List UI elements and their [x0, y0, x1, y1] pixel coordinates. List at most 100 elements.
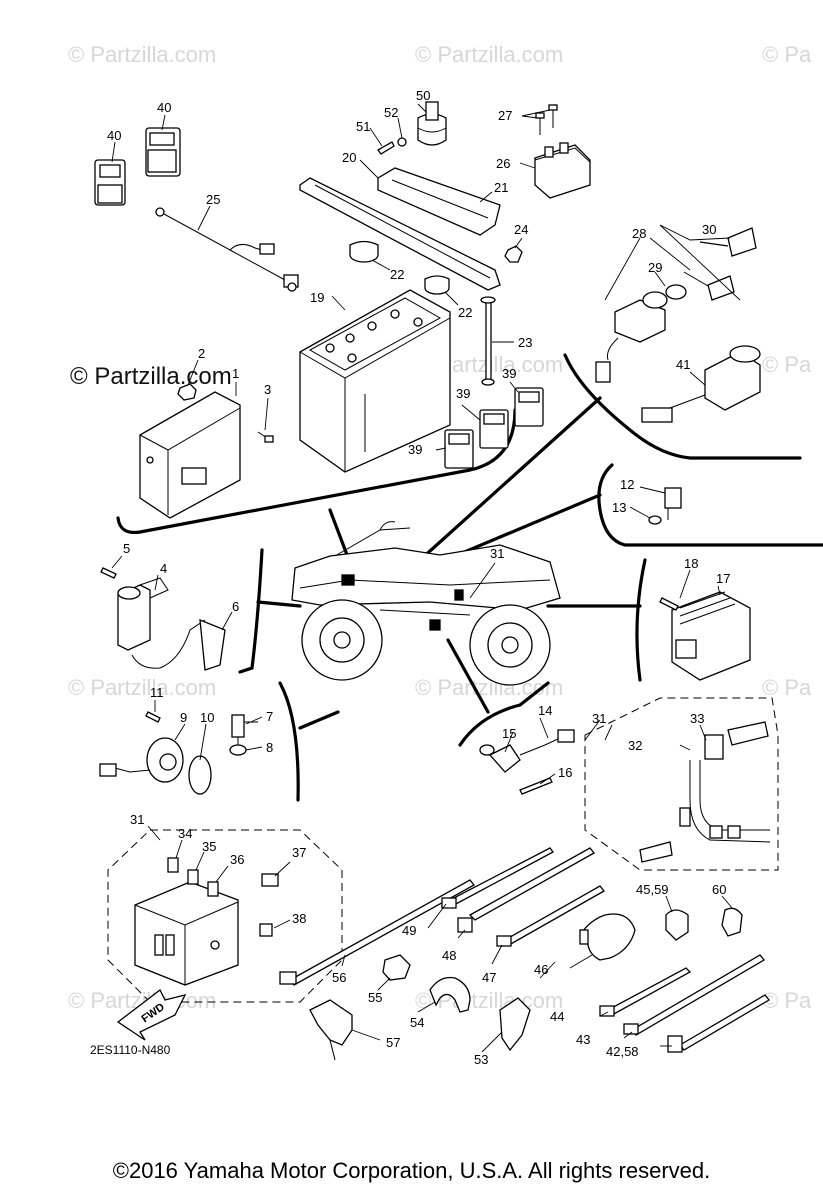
cable-tie-44 — [599, 967, 692, 1017]
callout-22b: 22 — [458, 305, 472, 320]
callout-7: 7 — [266, 709, 273, 724]
bolt-18 — [659, 597, 679, 611]
cable-tie-56 — [279, 879, 475, 986]
callout-18: 18 — [684, 556, 698, 571]
cable-tie-43 — [623, 954, 765, 1036]
callout-45-59: 45,59 — [636, 882, 669, 897]
fuse-38 — [259, 923, 273, 937]
cable-tie-42-58 — [667, 994, 770, 1053]
callout-leaders — [111, 103, 741, 1053]
screw-3 — [257, 431, 274, 443]
atv-silhouette — [291, 521, 561, 686]
o-ring-10 — [188, 755, 212, 795]
switch-12 — [664, 487, 682, 520]
callout-13: 13 — [612, 500, 626, 515]
callout-31-atv: 31 — [490, 546, 504, 561]
callout-6: 6 — [232, 599, 239, 614]
callout-37: 37 — [292, 845, 306, 860]
clamp-54 — [429, 976, 471, 1013]
callout-20: 20 — [342, 150, 356, 165]
callout-29: 29 — [648, 260, 662, 275]
callout-40-a: 40 — [107, 128, 121, 143]
washer-13 — [648, 515, 662, 525]
callout-11: 11 — [150, 685, 164, 700]
callout-56: 56 — [332, 970, 346, 985]
clamp-46 — [579, 913, 636, 961]
callout-44: 44 — [550, 1009, 564, 1024]
cable-tie-48 — [457, 847, 595, 933]
fuse-box-dashed-outline — [107, 829, 343, 1003]
group-boundaries — [116, 353, 823, 802]
callout-55: 55 — [368, 990, 382, 1005]
copyright-notice: ©2016 Yamaha Motor Corporation, U.S.A. A… — [112, 1158, 711, 1183]
fuse-holder-33 — [704, 721, 769, 760]
screw-27 — [535, 104, 558, 135]
callout-39-c: 39 — [408, 442, 422, 457]
callout-57: 57 — [386, 1035, 400, 1050]
callout-60: 60 — [712, 882, 726, 897]
callout-12: 12 — [620, 477, 634, 492]
callout-48: 48 — [442, 948, 456, 963]
bolt-51 — [377, 141, 395, 155]
nut-24 — [504, 245, 523, 263]
callout-1: 1 — [232, 366, 239, 381]
callout-14: 14 — [538, 703, 552, 718]
ecu-1 — [139, 391, 241, 519]
relay-39-c — [514, 387, 544, 427]
watermark: © Partzilla.com — [68, 42, 216, 67]
screw-11 — [145, 711, 161, 723]
battery-bracket-20 — [299, 177, 501, 291]
fuse-box-31 — [134, 881, 239, 986]
diagram-code: 2ES1110-N480 — [90, 1043, 171, 1057]
washer-52 — [397, 137, 407, 147]
watermark: © Pa — [762, 988, 812, 1013]
callout-34: 34 — [178, 826, 192, 841]
fuse-34 — [167, 857, 179, 873]
callout-21: 21 — [494, 180, 508, 195]
watermark: © Pa — [762, 352, 812, 377]
fuse-35 — [187, 869, 199, 885]
screw-5 — [100, 567, 117, 579]
callout-16: 16 — [558, 765, 572, 780]
fuse-36 — [207, 881, 219, 897]
callout-31-harness: 31 — [592, 711, 606, 726]
clamp-60 — [721, 907, 743, 937]
sensor-7 — [231, 714, 258, 747]
relay-40-b — [145, 127, 181, 177]
fwd-arrow: FWD — [116, 989, 187, 1041]
callout-30: 30 — [702, 222, 716, 237]
bolt-16 — [519, 777, 553, 795]
sensor-9 — [99, 737, 184, 783]
callout-27: 27 — [498, 108, 512, 123]
callout-52: 52 — [384, 105, 398, 120]
callout-50: 50 — [416, 88, 430, 103]
clamp-55 — [382, 954, 411, 981]
main-switch-28 — [595, 291, 668, 383]
callout-32: 32 — [628, 738, 642, 753]
lead-wire-25 — [155, 207, 299, 292]
relay-39-b — [479, 409, 509, 449]
callout-41: 41 — [676, 357, 690, 372]
bolt-23 — [480, 296, 496, 386]
callout-9: 9 — [180, 710, 187, 725]
fuse-37 — [261, 873, 279, 887]
callout-31-fuse: 31 — [130, 812, 144, 827]
callout-36: 36 — [230, 852, 244, 867]
callout-5: 5 — [123, 541, 130, 556]
damper-22-b — [424, 275, 450, 295]
relay-26 — [534, 142, 591, 199]
partzilla-watermark: © Partzilla.com — [70, 363, 232, 390]
callout-33: 33 — [690, 711, 704, 726]
speed-sensor-14 — [488, 729, 575, 773]
cable-tie-47 — [496, 885, 605, 947]
callout-54: 54 — [410, 1015, 424, 1030]
relay-39-a — [444, 429, 474, 469]
callout-23: 23 — [518, 335, 532, 350]
callout-15: 15 — [502, 726, 516, 741]
callout-26: 26 — [496, 156, 510, 171]
battery-19 — [299, 289, 451, 473]
key-30 — [683, 227, 757, 301]
callout-19: 19 — [310, 290, 324, 305]
callout-38: 38 — [292, 911, 306, 926]
callout-28: 28 — [632, 226, 646, 241]
